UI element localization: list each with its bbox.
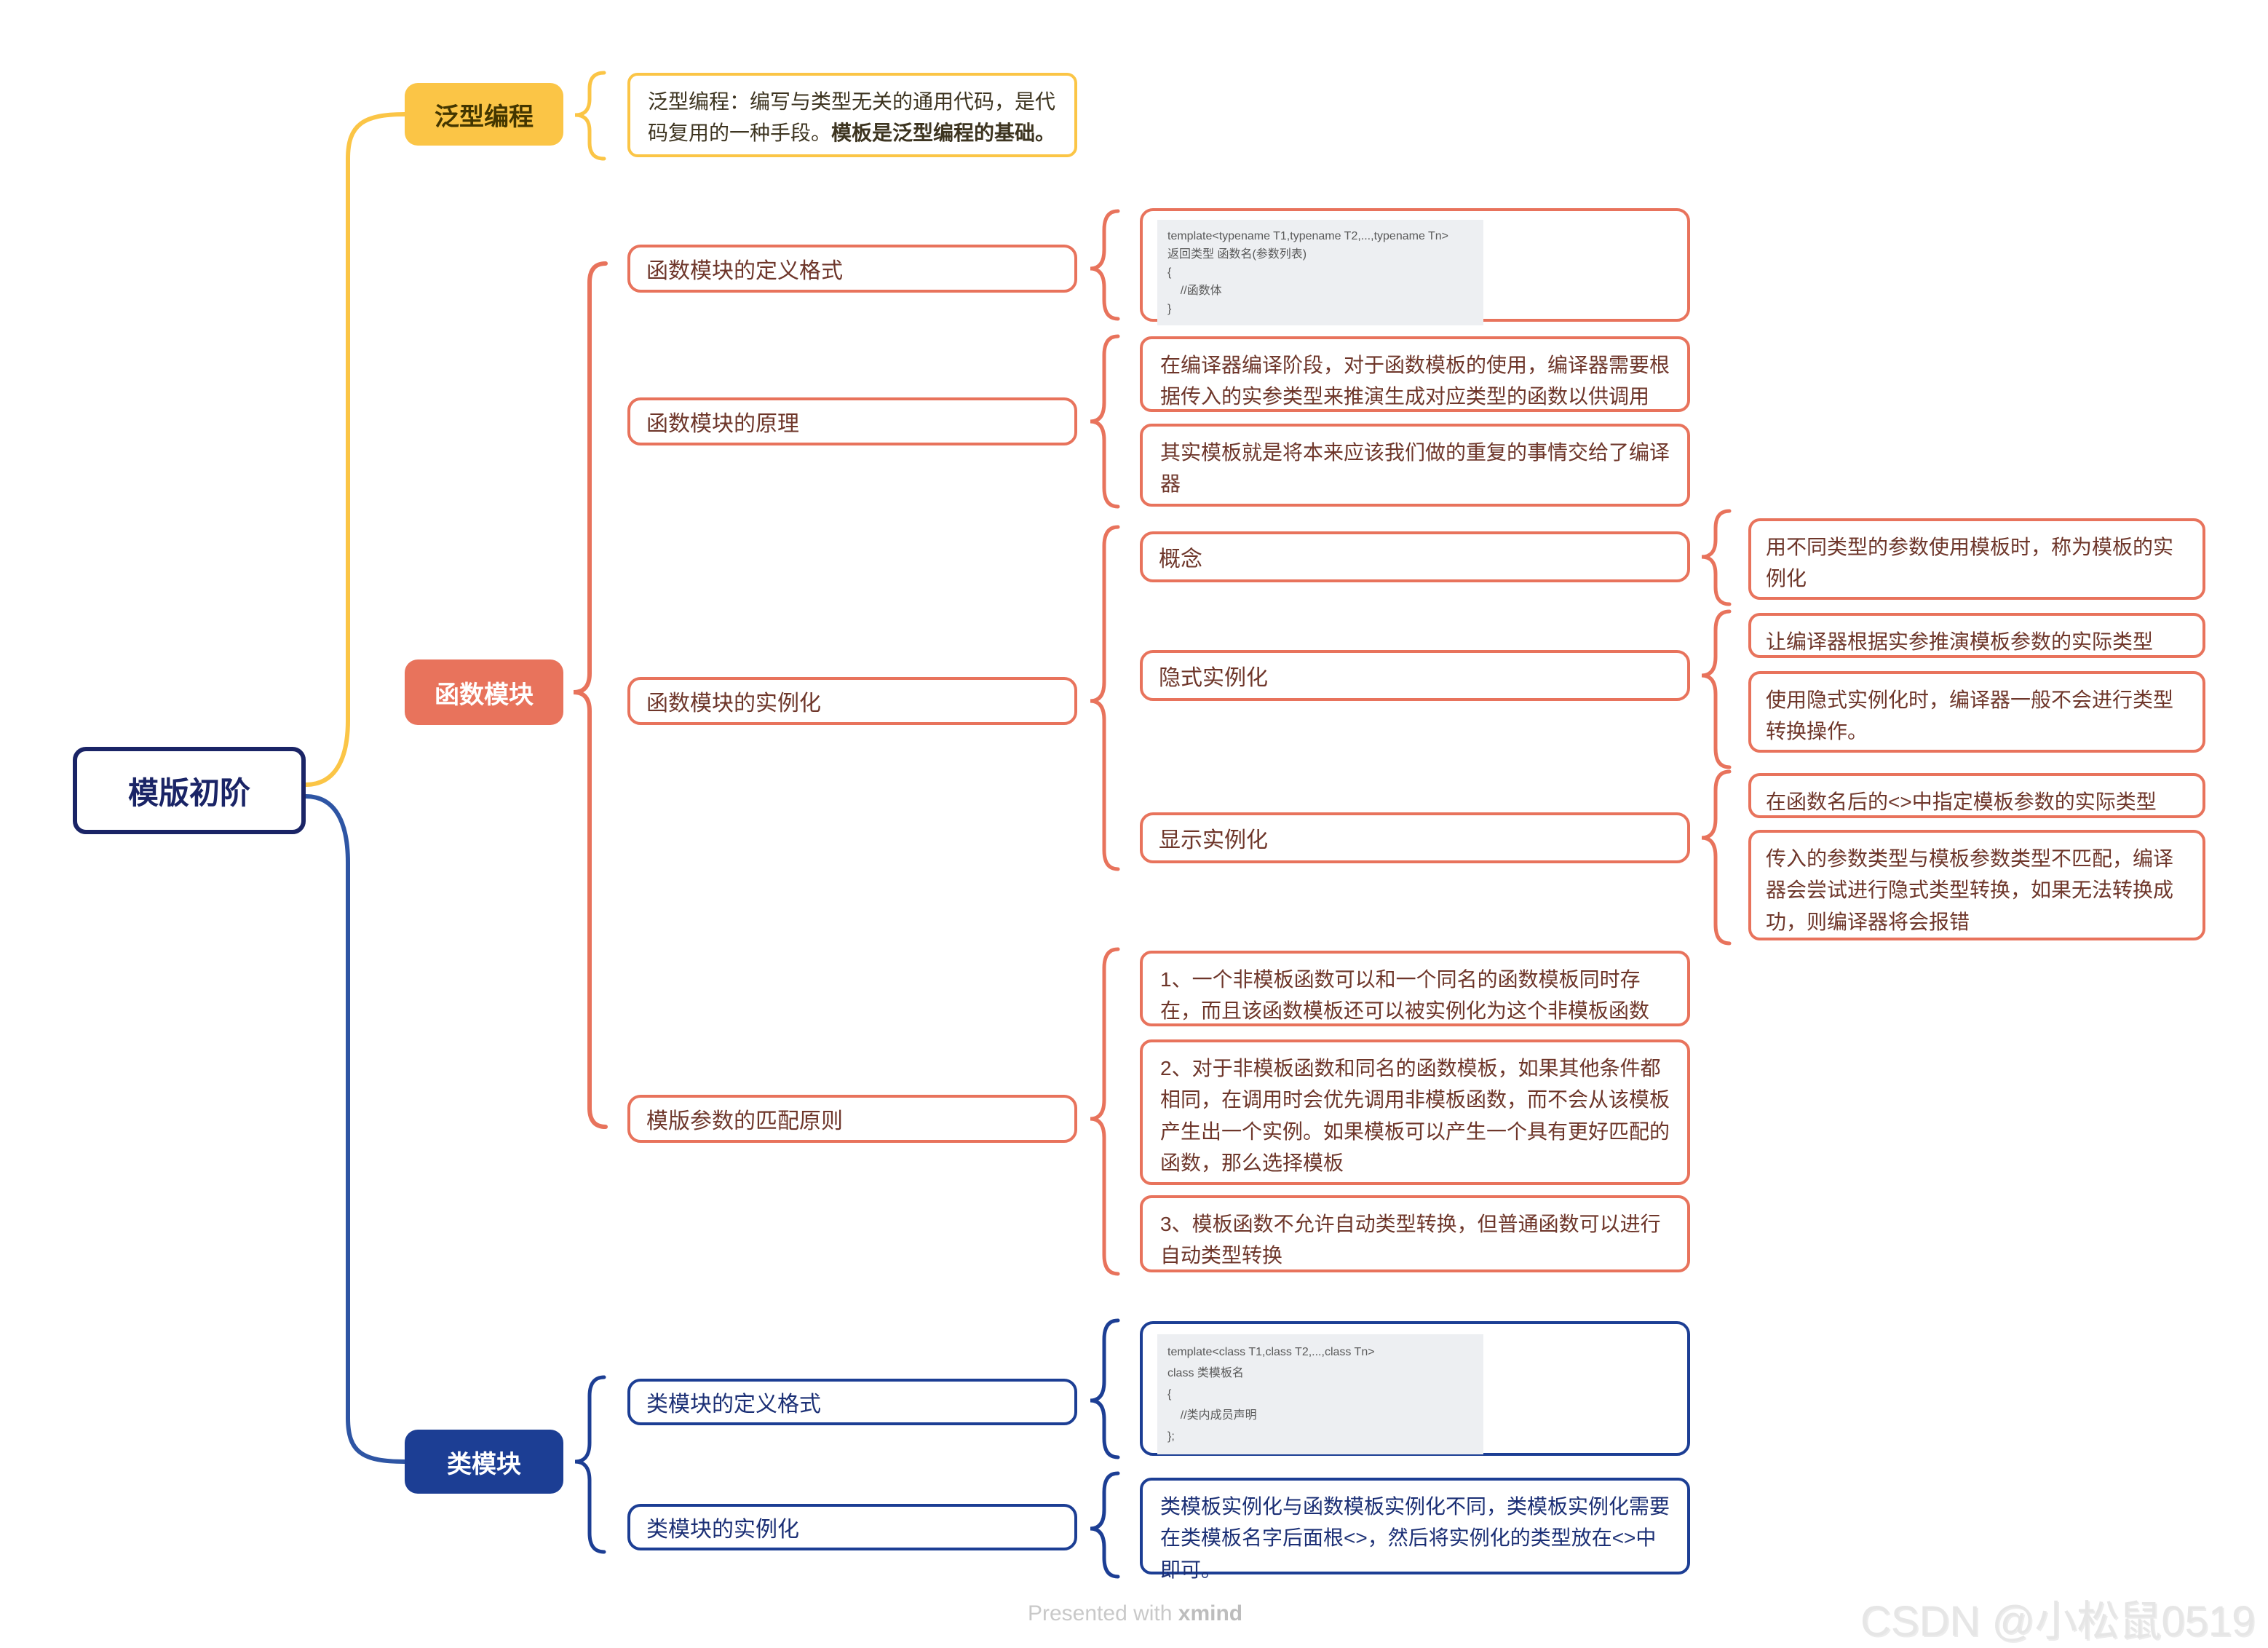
topic-implicit-label: 隐式实例化	[1159, 666, 1268, 690]
note-generic-programming[interactable]: 泛型编程：编写与类型无关的通用代码，是代码复用的一种手段。模板是泛型编程的基础。	[627, 73, 1077, 157]
note-matching-rule-1[interactable]: 1、一个非模板函数可以和一个同名的函数模板同时存在，而且该函数模板还可以被实例化…	[1140, 951, 1690, 1026]
topic-fn-principle[interactable]: 函数模块的原理	[627, 397, 1077, 445]
topic-concept-label: 概念	[1159, 547, 1202, 571]
note-implicit-2[interactable]: 使用隐式实例化时，编译器一般不会进行类型转换操作。	[1748, 671, 2205, 753]
note-matching-rule-2-text: 2、对于非模板函数和同名的函数模板，如果其他条件都相同，在调用时会优先调用非模板…	[1160, 1057, 1670, 1175]
note-explicit-2-text: 传入的参数类型与模板参数类型不匹配，编译器会尝试进行隐式类型转换，如果无法转换成…	[1766, 847, 2174, 933]
brace-class-def	[1090, 1318, 1120, 1459]
note-concept-text: 用不同类型的参数使用模板时，称为模板的实例化	[1766, 536, 2174, 590]
connector-class	[304, 794, 407, 1464]
watermark-xmind-prefix: Presented with	[1028, 1601, 1178, 1625]
branch-generic-label: 泛型编程	[435, 103, 534, 131]
note-generic-text: 泛型编程：编写与类型无关的通用代码，是代码复用的一种手段。	[648, 90, 1056, 145]
code-line: 返回类型 函数名(参数列表)	[1167, 248, 1307, 261]
topic-template-param-matching[interactable]: 模版参数的匹配原则	[627, 1095, 1077, 1143]
code-line: };	[1167, 1430, 1175, 1443]
topic-fn-def-format[interactable]: 函数模块的定义格式	[627, 245, 1077, 293]
code-line: }	[1167, 303, 1172, 315]
branch-function-label: 函数模块	[435, 681, 534, 709]
note-concept[interactable]: 用不同类型的参数使用模板时，称为模板的实例化	[1748, 518, 2205, 600]
branch-generic-programming[interactable]: 泛型编程	[405, 83, 563, 146]
code-block-function-template[interactable]: template<typename T1,typename T2,...,typ…	[1140, 208, 1690, 325]
watermark-csdn-text: CSDN @小松鼠0519	[1860, 1598, 2256, 1645]
code-block-class-template[interactable]: template<class T1,class T2,...,class Tn>…	[1140, 1321, 1690, 1456]
note-matching-rule-3[interactable]: 3、模板函数不允许自动类型转换，但普通函数可以进行自动类型转换	[1140, 1195, 1690, 1272]
topic-fn-instantiation-label: 函数模块的实例化	[646, 692, 821, 716]
note-fn-principle-2-text: 其实模板就是将本来应该我们做的重复的事情交给了编译器	[1160, 441, 1670, 496]
topic-explicit-instantiation[interactable]: 显示实例化	[1140, 812, 1690, 863]
code-line: //类内成员声明	[1167, 1409, 1257, 1422]
watermark-xmind-brand: xmind	[1178, 1601, 1243, 1625]
note-class-instantiation[interactable]: 类模板实例化与函数模板实例化不同，类模板实例化需要在类模板名字后面根<>，然后将…	[1140, 1478, 1690, 1581]
brace-fn-instantiation	[1090, 525, 1120, 871]
brace-fn-principle	[1090, 334, 1120, 509]
watermark-xmind: Presented with xmind	[1028, 1601, 1242, 1626]
note-matching-rule-2[interactable]: 2、对于非模板函数和同名的函数模板，如果其他条件都相同，在调用时会优先调用非模板…	[1140, 1039, 1690, 1185]
brace-function-children	[573, 261, 608, 1129]
brace-class-instantiation	[1090, 1471, 1120, 1579]
note-fn-principle-2[interactable]: 其实模板就是将本来应该我们做的重复的事情交给了编译器	[1140, 424, 1690, 507]
topic-explicit-label: 显示实例化	[1159, 828, 1268, 852]
code-line: //函数体	[1167, 285, 1222, 297]
topic-implicit-instantiation[interactable]: 隐式实例化	[1140, 650, 1690, 701]
note-fn-principle-1-text: 在编译器编译阶段，对于函数模板的使用，编译器需要根据传入的实参类型来推演生成对应…	[1160, 354, 1670, 408]
branch-class-label: 类模块	[447, 1450, 521, 1478]
note-explicit-1[interactable]: 在函数名后的<>中指定模板参数的实际类型	[1748, 773, 2205, 818]
code-line: {	[1167, 266, 1172, 279]
note-explicit-2[interactable]: 传入的参数类型与模板参数类型不匹配，编译器会尝试进行隐式类型转换，如果无法转换成…	[1748, 830, 2205, 940]
brace-fn-def	[1090, 209, 1120, 321]
brace-matching	[1090, 947, 1120, 1276]
code-line: class 类模板名	[1167, 1367, 1244, 1379]
note-implicit-1[interactable]: 让编译器根据实参推演模板参数的实际类型	[1748, 613, 2205, 658]
root-topic-label: 模版初阶	[127, 775, 250, 810]
note-generic-bold: 模板是泛型编程的基础。	[831, 122, 1056, 145]
note-matching-rule-3-text: 3、模板函数不允许自动类型转换，但普通函数可以进行自动类型转换	[1160, 1213, 1661, 1267]
code-line: {	[1167, 1388, 1172, 1401]
branch-class-template[interactable]: 类模块	[405, 1430, 563, 1494]
note-class-instantiation-text: 类模板实例化与函数模板实例化不同，类模板实例化需要在类模板名字后面根<>，然后将…	[1160, 1495, 1670, 1581]
note-explicit-1-text: 在函数名后的<>中指定模板参数的实际类型	[1766, 791, 2157, 813]
topic-class-instantiation-label: 类模块的实例化	[646, 1518, 799, 1542]
topic-concept[interactable]: 概念	[1140, 531, 1690, 582]
brace-concept	[1701, 509, 1732, 606]
note-implicit-2-text: 使用隐式实例化时，编译器一般不会进行类型转换操作。	[1766, 689, 2174, 743]
code-line: template<class T1,class T2,...,class Tn>	[1167, 1346, 1375, 1358]
brace-implicit	[1701, 609, 1732, 769]
topic-fn-def-format-label: 函数模块的定义格式	[646, 259, 843, 283]
root-topic[interactable]: 模版初阶	[73, 747, 306, 834]
topic-fn-principle-label: 函数模块的原理	[646, 412, 799, 436]
watermark-csdn: CSDN @小松鼠0519	[1860, 1587, 2255, 1648]
topic-class-def-format-label: 类模块的定义格式	[646, 1393, 821, 1417]
branch-function-template[interactable]: 函数模块	[405, 659, 563, 725]
note-matching-rule-1-text: 1、一个非模板函数可以和一个同名的函数模板同时存在，而且该函数模板还可以被实例化…	[1160, 968, 1650, 1023]
topic-fn-instantiation[interactable]: 函数模块的实例化	[627, 677, 1077, 725]
topic-template-param-matching-label: 模版参数的匹配原则	[646, 1109, 843, 1133]
note-fn-principle-1[interactable]: 在编译器编译阶段，对于函数模板的使用，编译器需要根据传入的实参类型来推演生成对应…	[1140, 336, 1690, 412]
brace-explicit	[1701, 769, 1732, 946]
topic-class-instantiation[interactable]: 类模块的实例化	[627, 1504, 1077, 1550]
note-implicit-1-text: 让编译器根据实参推演模板参数的实际类型	[1766, 630, 2154, 653]
topic-class-def-format[interactable]: 类模块的定义格式	[627, 1379, 1077, 1425]
brace-class-children	[574, 1375, 606, 1554]
brace-generic	[574, 71, 606, 161]
connector-generic	[304, 112, 407, 787]
code-line: template<typename T1,typename T2,...,typ…	[1167, 230, 1449, 242]
